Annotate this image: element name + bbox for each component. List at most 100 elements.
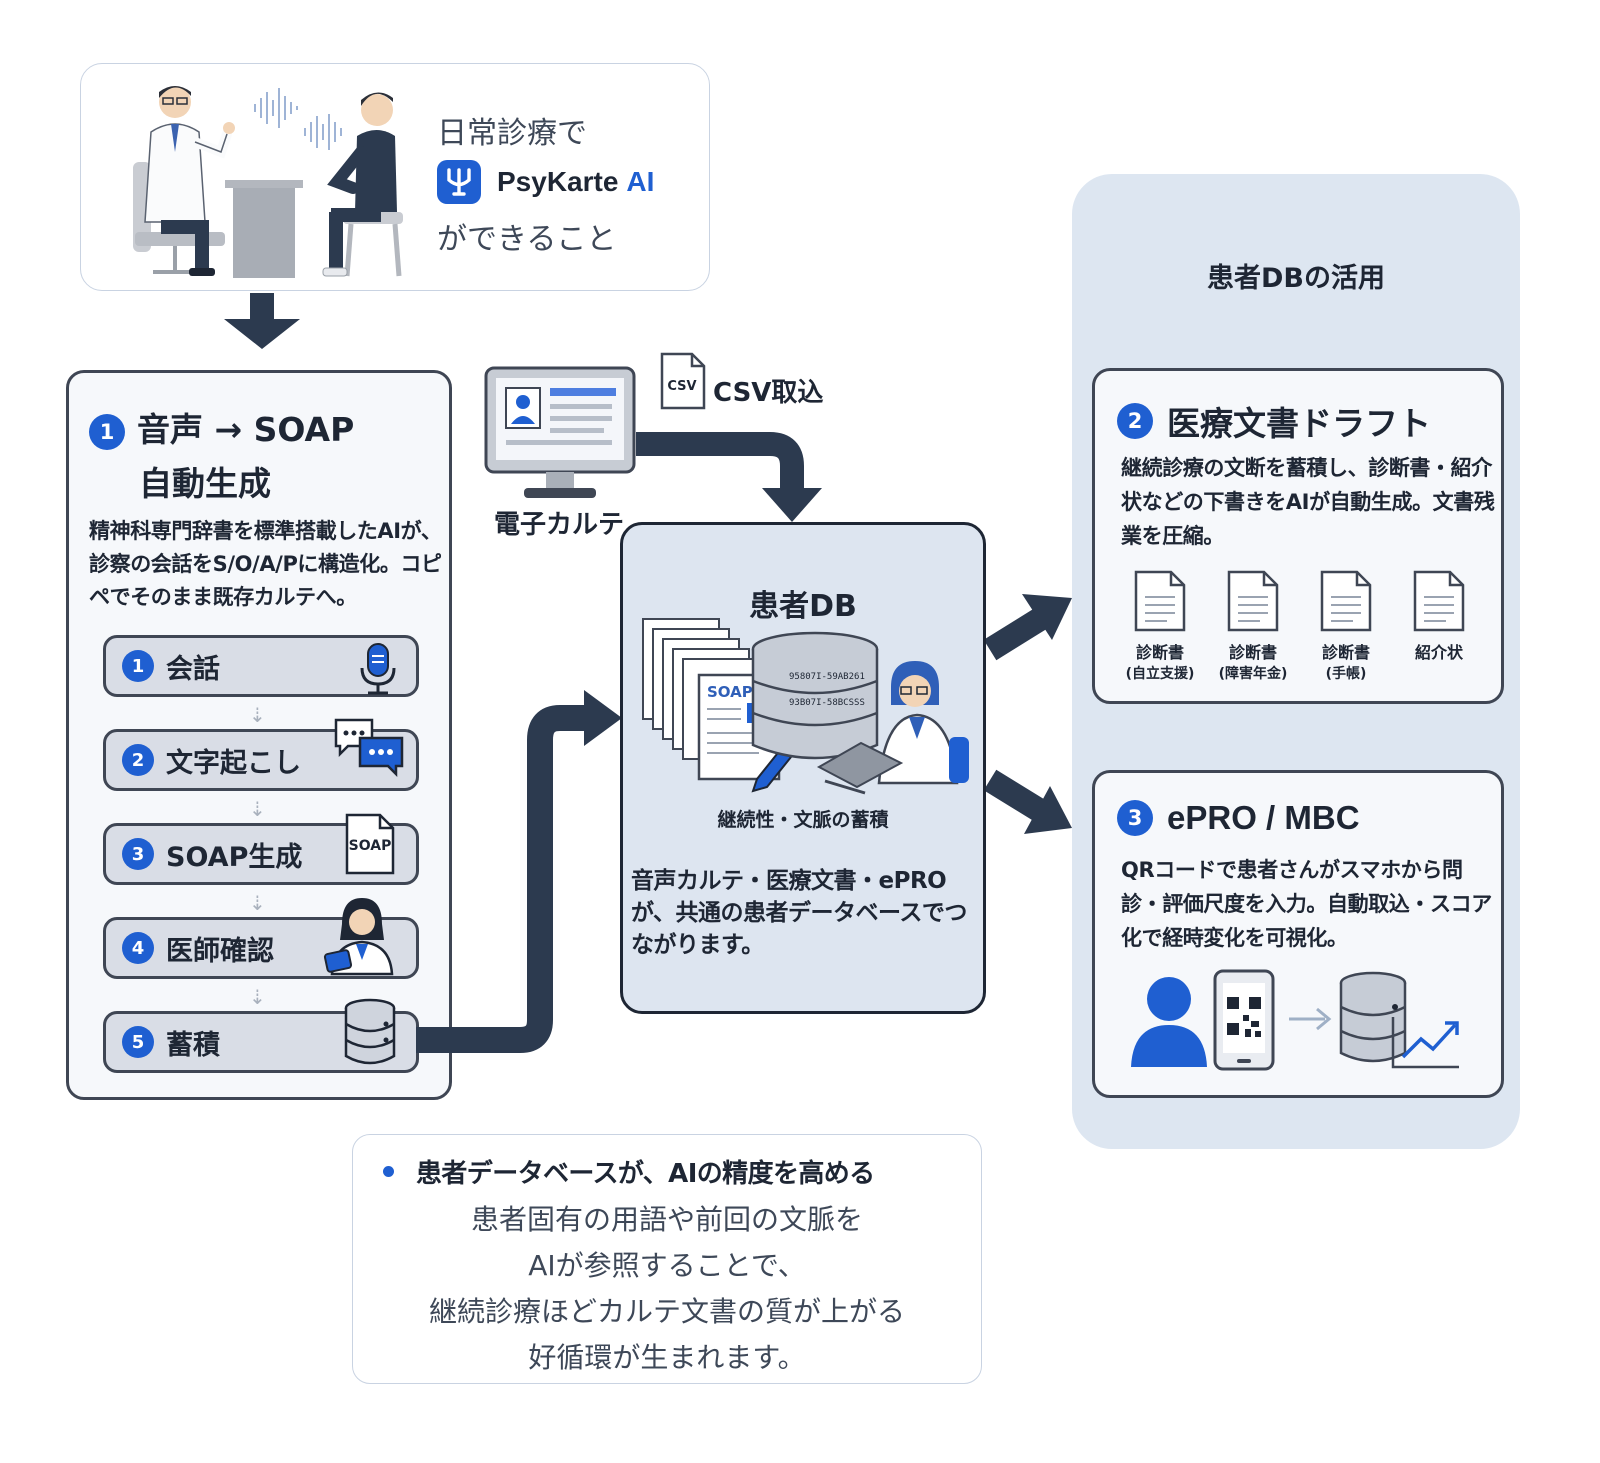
epro-number-badge: 3 (1117, 800, 1153, 836)
document-icon (1134, 570, 1186, 632)
soap-doc-label: SOAP (707, 683, 753, 701)
doc-item: 診断書 (手帳) (1301, 569, 1391, 683)
ehr-label: 電子カルテ (494, 510, 625, 540)
intro-card: 日常診療で PsyKarte AI ができること (80, 63, 710, 291)
step-label: 蓄積 (166, 1029, 220, 1061)
accumulate-to-db-arrow (416, 705, 590, 1053)
smartphone-qr-icon (1213, 969, 1275, 1071)
doc-label: 診断書 (1228, 643, 1277, 662)
chat-bubbles-icon (334, 718, 404, 778)
note-body: 患者固有の用語や前回の文脈を AIが参照することで、 継続診療ほどカルテ文書の質… (353, 1197, 981, 1381)
doc-item: 診断書 (障害年金) (1208, 569, 1298, 683)
soap-document-icon: SOAP (345, 813, 395, 875)
patient-db-illustration: SOAP 95807I-59AB261 93B07I-58BCSSS (642, 618, 969, 795)
doc-sub-label: (手帳) (1325, 666, 1367, 682)
patient-person-icon (1131, 977, 1207, 1067)
soap-description: 精神科専門辞書を標準搭載したAIが、診察の会話をS/O/A/Pに構造化。コピペで… (89, 519, 442, 609)
step-accumulation: 5 蓄積 (103, 998, 419, 1073)
doctor-with-tablet-icon (816, 661, 969, 795)
doc-label: 紹介状 (1414, 643, 1463, 662)
soap-icon-text: SOAP (349, 838, 392, 854)
soap-title-line2: 自動生成 (139, 464, 271, 503)
doc-item: 紹介状 (1394, 569, 1484, 663)
drafts-title: 2 医療文書ドラフト (1117, 397, 1431, 445)
step-label: 会話 (166, 653, 220, 685)
doc-label: 診断書 (1135, 643, 1184, 662)
step-conversation: 1 会話 (103, 635, 419, 697)
epro-mbc-card: 3 ePRO / MBC QRコードで患者さんがスマホから問診・評価尺度を入力。… (1092, 770, 1504, 1098)
doctor-tablet-icon (323, 898, 394, 976)
step-number: 1 (122, 650, 154, 682)
intro-line1: 日常診療で (437, 116, 587, 151)
step-doctor-review: 4 医師確認 (103, 898, 419, 979)
document-icon (1227, 570, 1279, 632)
db-to-drafts-arrow (983, 603, 1055, 661)
csv-import-label: CSV取込 (713, 378, 824, 408)
step-number: 3 (122, 838, 154, 870)
step-label: 医師確認 (166, 935, 274, 967)
step-number-badge: 1 (89, 413, 125, 450)
brand-suffix: AI (626, 166, 655, 197)
brand-name: PsyKarte (497, 166, 619, 197)
document-icon (1320, 570, 1372, 632)
epro-flow-illustration (1131, 969, 1459, 1071)
ai-accuracy-note: 患者データベースが、AIの精度を高める 患者固有の用語や前回の文脈を AIが参照… (352, 1134, 982, 1384)
patient-db-title: 患者DB (749, 589, 857, 624)
soap-document-stack: SOAP (642, 618, 809, 793)
down-arrow (224, 293, 300, 349)
drafts-number-badge: 2 (1117, 403, 1153, 439)
doc-sub-label: (障害年金) (1218, 666, 1288, 682)
database-chart-icon (1339, 971, 1459, 1069)
step-transcription: 2 文字起こし (103, 718, 419, 791)
database-cylinder-icon: 95807I-59AB261 93B07I-58BCSSS (751, 631, 879, 760)
patient-db-card: 患者DB SOAP 95807I-59AB261 93B07I-58BCSSS (620, 522, 986, 1014)
step-number: 4 (122, 932, 154, 964)
step-connector-arrow: ⇣ (249, 891, 266, 915)
intro-line3: ができること (437, 222, 617, 257)
microphone-icon (360, 643, 396, 695)
step-number: 5 (122, 1026, 154, 1058)
step-soap-generation: 3 SOAP生成 SOAP (103, 813, 419, 885)
doc-sub-label: (自立支援) (1125, 666, 1195, 682)
medical-doc-draft-card: 2 医療文書ドラフト 継続診療の文断を蓄積し、診断書・紹介状などの下書きをAIが… (1092, 368, 1504, 704)
csv-icon-text: CSV (667, 379, 696, 394)
epro-description: QRコードで患者さんがスマホから問診・評価尺度を入力。自動取込・スコア化で経時変… (1121, 858, 1492, 950)
db-usage-title: 患者DBの活用 (1207, 263, 1385, 294)
psykarte-logo-icon (437, 160, 481, 204)
arrow-right-icon (1289, 1007, 1332, 1031)
brand: PsyKarte AI (437, 158, 654, 206)
soap-panel-title: 1 音声 → SOAP 自動生成 (89, 403, 354, 511)
doc-label: 診断書 (1321, 643, 1370, 662)
note-line: AIが参照することで、 (528, 1249, 806, 1282)
note-line: 継続診療ほどカルテ文書の質が上がる (428, 1295, 905, 1328)
csv-file-icon: CSV (660, 352, 706, 410)
step-connector-arrow: ⇣ (249, 703, 266, 727)
soap-panel: 1 音声 → SOAP 自動生成 精神科専門辞書を標準搭載したAIが、診察の会話を… (66, 370, 452, 1100)
consultation-illustration (133, 86, 403, 278)
db-code-2: 93B07I-58BCSSS (789, 698, 865, 708)
db-code-1: 95807I-59AB261 (789, 672, 865, 682)
step-connector-arrow: ⇣ (249, 985, 266, 1009)
bullet-dot-icon (383, 1166, 394, 1177)
note-line: 好循環が生まれます。 (528, 1341, 806, 1374)
step-label: SOAP生成 (166, 841, 303, 873)
drafts-description: 継続診療の文断を蓄積し、診断書・紹介状などの下書きをAIが自動生成。文書残業を圧… (1121, 456, 1495, 548)
ehr-to-db-arrow (636, 432, 804, 494)
patient-db-caption: 継続性・文脈の蓄積 (717, 809, 889, 831)
step-number: 2 (122, 744, 154, 776)
epro-title: 3 ePRO / MBC (1117, 799, 1360, 837)
note-line: 患者固有の用語や前回の文脈を (470, 1203, 863, 1236)
database-icon (344, 998, 396, 1065)
note-heading-text: 患者データベースが、AIの精度を高める (416, 1159, 875, 1189)
step-label: 文字起こし (166, 747, 301, 779)
epro-title-text: ePRO / MBC (1167, 799, 1360, 836)
document-icon (1413, 570, 1465, 632)
note-heading: 患者データベースが、AIの精度を高める (383, 1153, 875, 1190)
patient-db-description: 音声カルテ・医療文書・ePROが、共通の患者データベースでつながります。 (631, 868, 967, 958)
drafts-title-text: 医療文書ドラフト (1167, 404, 1431, 443)
step-connector-arrow: ⇣ (249, 797, 266, 821)
ehr-monitor-icon (484, 366, 636, 498)
soap-title-line1: 音声 → SOAP (137, 410, 355, 449)
db-to-epro-arrow (983, 769, 1049, 823)
